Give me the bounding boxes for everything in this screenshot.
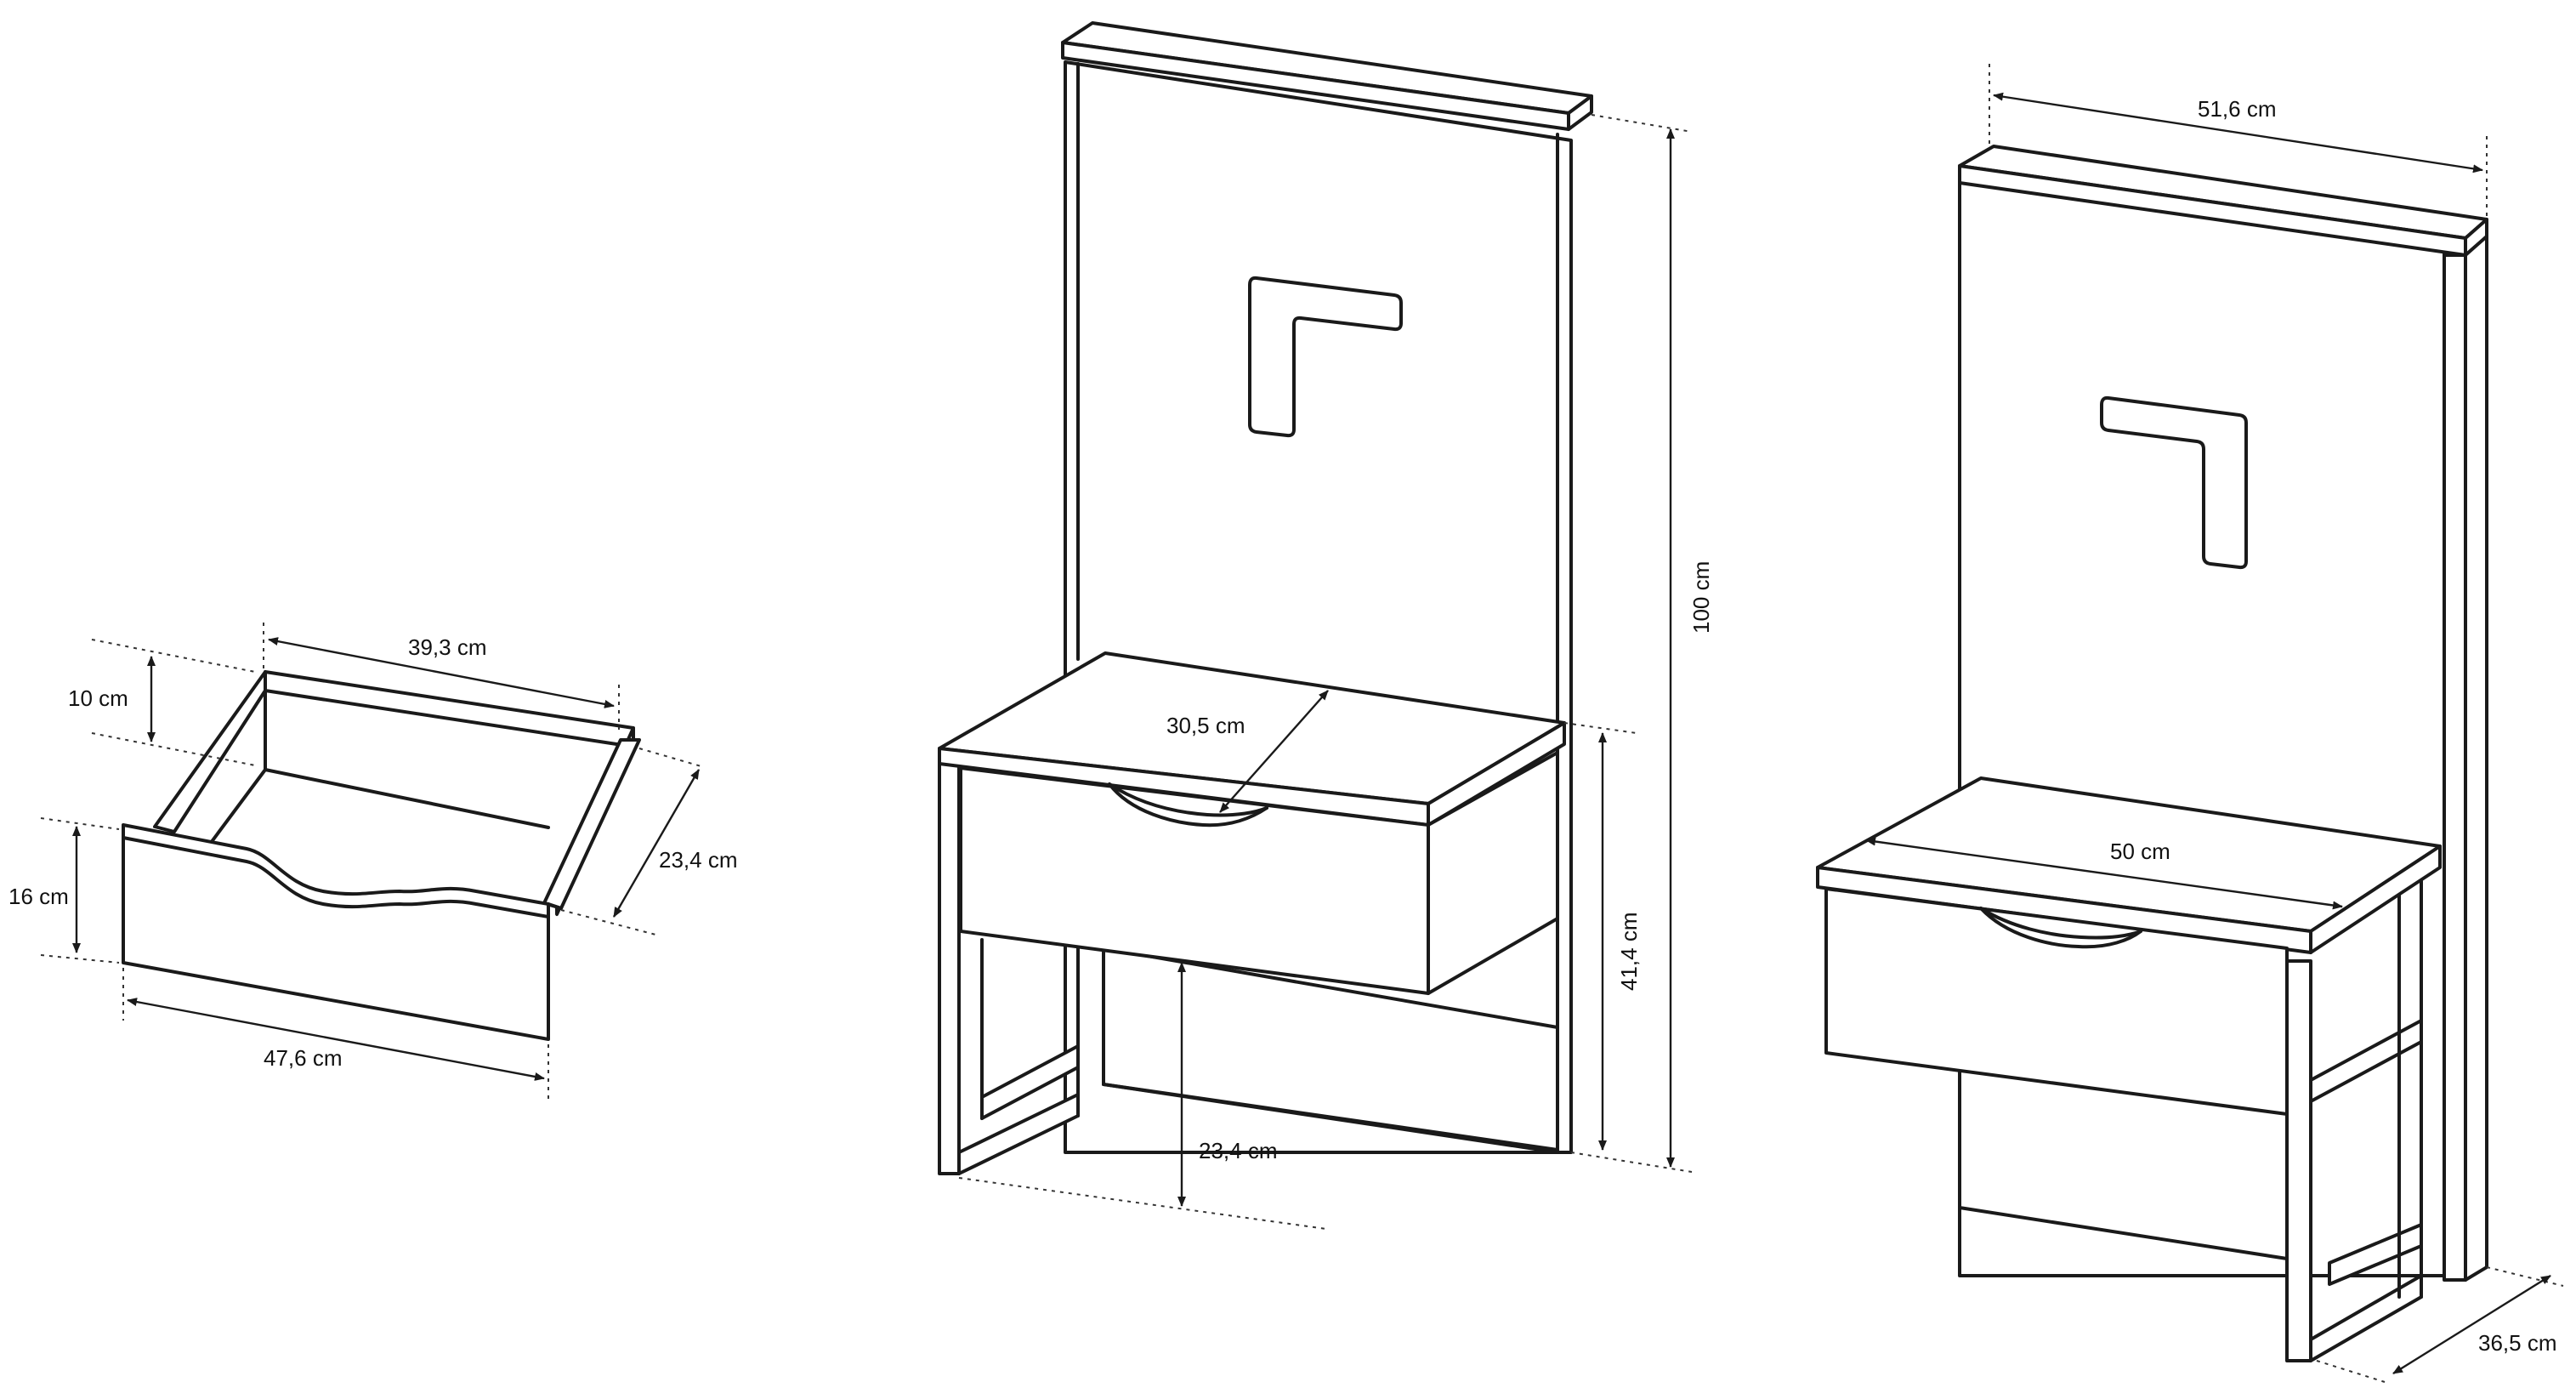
nightstand-side-dimensions [1865,64,2564,1383]
label-shelf-width: 50 cm [2110,839,2170,864]
drawer-dimensions [40,623,705,1099]
label-headboard-width: 51,6 cm [2198,96,2277,122]
label-drawer-depth: 23,4 cm [659,847,738,873]
nightstand-side-illustration [1816,145,2488,1362]
label-total-depth: 36,5 cm [2478,1330,2557,1356]
label-drawer-front-height: 16 cm [9,884,69,909]
label-drawer-height: 10 cm [68,685,128,711]
label-drawer-front-width: 47,6 cm [264,1045,343,1071]
label-shelf-depth: 30,5 cm [1166,713,1245,738]
drawer-illustration [122,670,641,1041]
nightstand-front-illustration [938,21,1593,1175]
label-total-height: 100 cm [1688,561,1714,634]
label-floor-clearance: 23,4 cm [1199,1138,1278,1163]
label-nightstand-height: 41,4 cm [1616,913,1642,992]
label-drawer-inner-width: 39,3 cm [408,634,487,660]
nightstand-front-dimensions [958,114,1693,1230]
